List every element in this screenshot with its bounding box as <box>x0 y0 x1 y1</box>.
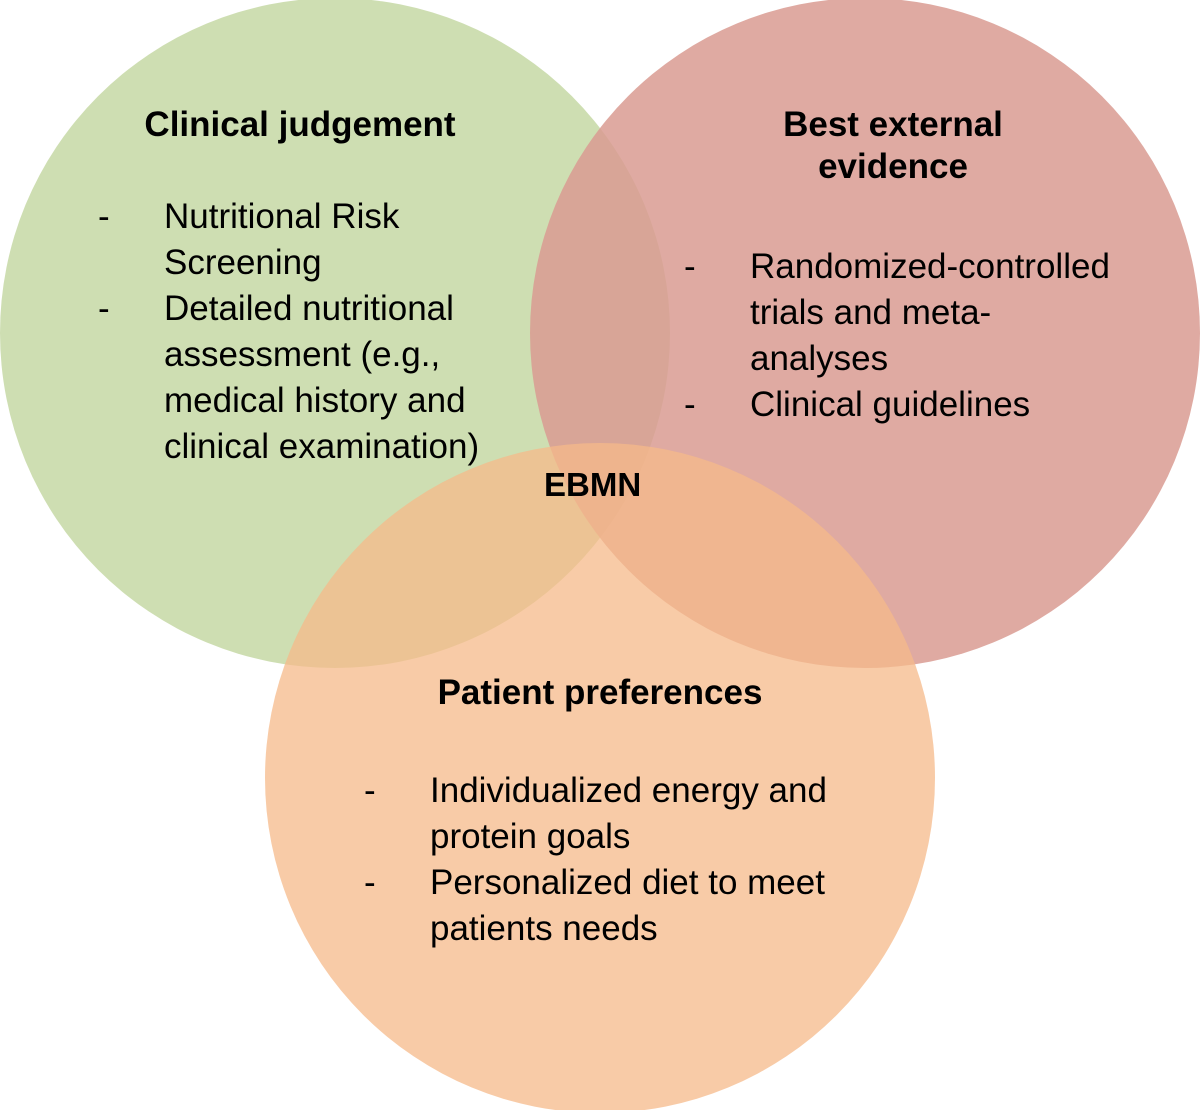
clinical-judgement-list: - Nutritional Risk Screening - Detailed … <box>98 194 518 470</box>
list-item-text: Nutritional Risk Screening <box>164 197 400 282</box>
clinical-judgement-title: Clinical judgement <box>144 105 456 144</box>
bullet-dash: - <box>98 289 110 328</box>
list-item-text: Randomized-controlled trials and meta-an… <box>750 247 1110 378</box>
list-item: - Clinical guidelines <box>684 382 1110 428</box>
bullet-dash: - <box>684 385 696 424</box>
ebmn-center-label: EBMN <box>544 466 642 503</box>
list-item-text: Personalized diet to meet patients needs <box>430 863 825 948</box>
list-item: - Nutritional Risk Screening <box>98 194 444 286</box>
list-item-text: Individualized energy and protein goals <box>430 771 827 856</box>
patient-preferences-list: - Individualized energy and protein goal… <box>364 768 834 952</box>
list-item: - Detailed nutritional assessment (e.g.,… <box>98 286 504 470</box>
patient-preferences-title: Patient preferences <box>437 673 763 712</box>
list-item-text: Detailed nutritional assessment (e.g., m… <box>164 289 480 466</box>
bullet-dash: - <box>364 771 376 810</box>
list-item: - Personalized diet to meet patients nee… <box>364 860 870 952</box>
bullet-dash: - <box>684 247 696 286</box>
best-external-evidence-list: - Randomized-controlled trials and meta-… <box>684 244 1114 428</box>
list-item: - Individualized energy and protein goal… <box>364 768 870 860</box>
list-item: - Randomized-controlled trials and meta-… <box>684 244 1110 382</box>
best-external-evidence-title: Best external evidence <box>783 105 1003 186</box>
bullet-dash: - <box>98 197 110 236</box>
list-item-text: Clinical guidelines <box>750 385 1031 424</box>
patient-preferences-circle <box>265 443 935 1110</box>
bullet-dash: - <box>364 863 376 902</box>
